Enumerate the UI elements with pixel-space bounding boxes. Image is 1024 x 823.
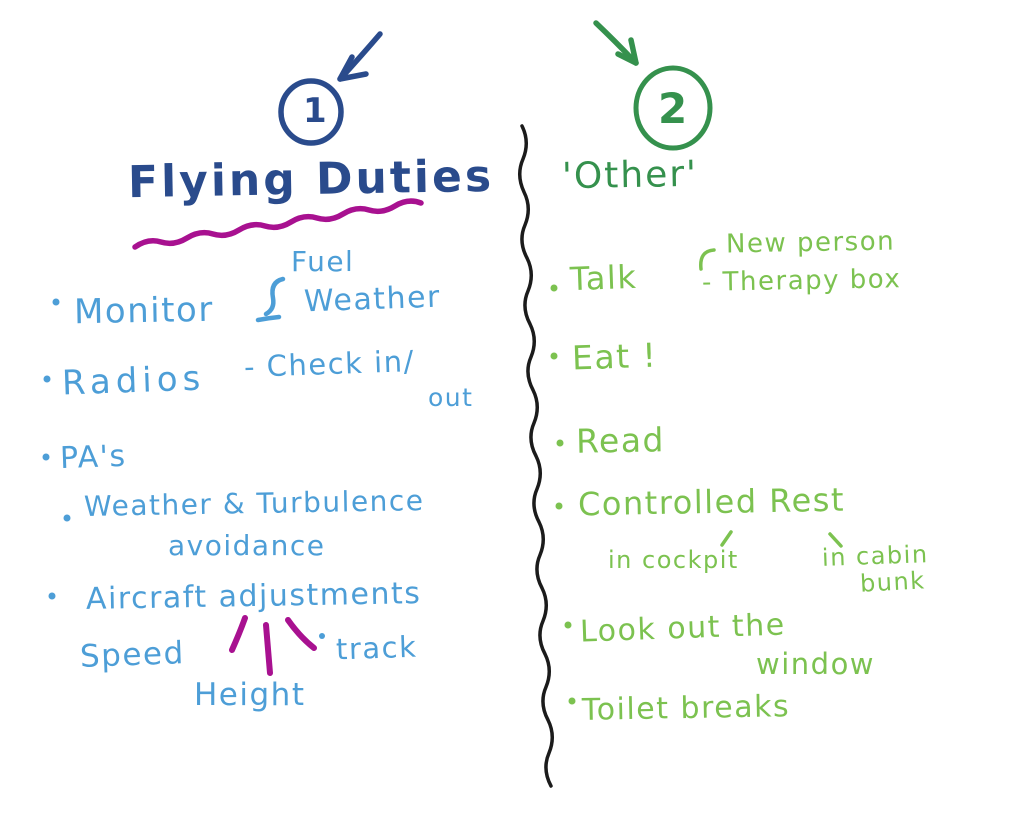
badge-number-1: 1 bbox=[303, 91, 329, 131]
right-column-title: 'Other' bbox=[561, 153, 699, 198]
item-monitor: Monitor bbox=[73, 289, 215, 333]
circle-badge-2-icon bbox=[633, 65, 713, 151]
item-radios: Radios bbox=[61, 358, 206, 404]
left-column-title: Flying Duties bbox=[127, 150, 495, 209]
item-new-person: New person bbox=[725, 226, 896, 260]
item-in-cockpit: in cockpit bbox=[608, 546, 739, 574]
item-check-in: - Check in/ bbox=[243, 344, 416, 384]
item-window: window bbox=[756, 647, 876, 681]
item-check-out: out bbox=[428, 383, 474, 412]
item-pas: PA's bbox=[59, 438, 128, 477]
accent-tick-marks bbox=[720, 530, 843, 548]
item-monitor-fuel: Fuel bbox=[291, 245, 355, 278]
item-eat: Eat ! bbox=[571, 335, 658, 378]
arrow-down-right-icon bbox=[593, 20, 639, 66]
badge-number-2: 2 bbox=[658, 84, 689, 133]
item-speed: Speed bbox=[79, 635, 186, 675]
title-underline-squiggle bbox=[132, 198, 424, 250]
item-aircraft-adjustments: Aircraft adjustments bbox=[85, 576, 422, 617]
item-in-cabin: in cabin bbox=[821, 540, 929, 572]
item-monitor-weather: Weather bbox=[303, 279, 442, 320]
column-divider-line bbox=[518, 124, 554, 788]
left-bullet-dots bbox=[42, 298, 71, 600]
radiating-connector-lines bbox=[229, 615, 317, 676]
item-toilet-breaks: Toilet breaks bbox=[581, 689, 791, 728]
circle-badge-1-icon bbox=[278, 78, 344, 146]
track-tick-dot bbox=[319, 633, 325, 639]
item-controlled-rest: Controlled Rest bbox=[577, 480, 846, 524]
bracket-icon bbox=[699, 248, 716, 271]
item-talk: Talk bbox=[569, 257, 638, 299]
item-track: track bbox=[335, 629, 418, 667]
item-therapy-box: - Therapy box bbox=[701, 264, 902, 298]
item-height: Height bbox=[194, 677, 306, 713]
item-avoidance: avoidance bbox=[168, 529, 326, 562]
item-read: Read bbox=[575, 420, 666, 461]
arrow-down-left-icon bbox=[337, 31, 383, 82]
item-look-out-the: Look out the bbox=[579, 607, 787, 650]
right-bullet-dots bbox=[550, 284, 576, 705]
brace-icon bbox=[255, 276, 286, 323]
item-weather-turbulence: Weather & Turbulence bbox=[83, 484, 425, 523]
item-bunk: bunk bbox=[859, 566, 927, 598]
